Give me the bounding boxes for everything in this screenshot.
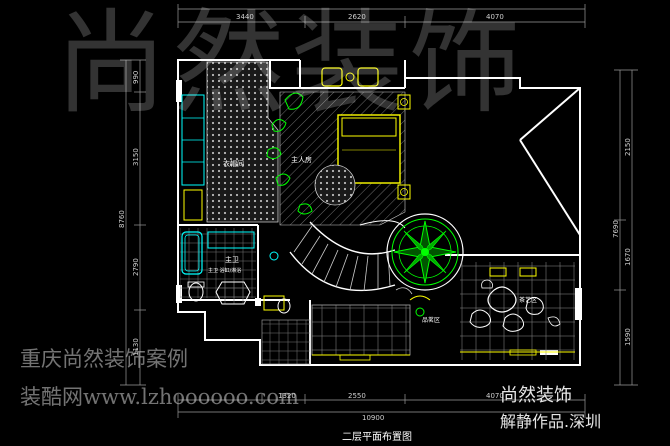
label-master-bedroom: 主人房 [291, 155, 312, 164]
label-bathroom: 主卫 [225, 255, 239, 264]
dim-right-2: 1670 [624, 248, 632, 266]
bathroom [180, 228, 291, 314]
dim-bottom-1: 1320 [278, 392, 296, 400]
dimension-bottom [177, 394, 586, 418]
dimension-top [177, 4, 586, 28]
dim-left-3: 2790 [132, 258, 140, 276]
label-lounge: 品茗区 [422, 316, 440, 324]
dim-right-3: 1590 [624, 328, 632, 346]
label-tea-room: 茶艺区 [519, 296, 537, 304]
dim-left-4: 1130 [132, 338, 140, 356]
tea-room [460, 262, 575, 360]
dim-top-3: 4070 [486, 13, 504, 21]
dim-left-total: 8760 [118, 210, 126, 228]
bedroom-floor [266, 67, 411, 226]
dim-top-2: 2620 [348, 13, 366, 21]
label-cloakroom: 衣帽间 [223, 159, 244, 168]
compass-medallion [386, 213, 464, 291]
dim-bottom-2: 2550 [348, 392, 366, 400]
dim-right-1: 2150 [624, 138, 632, 156]
dimension-left [120, 59, 146, 386]
dimension-labels: 3440 2620 4070 1320 2550 4070 10900 990 … [118, 13, 632, 422]
walls [177, 59, 581, 366]
corridor-tiles [261, 304, 411, 365]
dim-bottom-3: 4070 [486, 392, 504, 400]
label-bathroom-detail: 主卫 浴缸/淋浴 [208, 267, 241, 274]
dim-bottom-total: 10900 [362, 414, 384, 422]
staircase [289, 220, 406, 292]
dim-right-total: 7690 [612, 220, 620, 238]
dimension-right [614, 69, 638, 386]
lounge-seating [395, 287, 431, 317]
dim-top-1: 3440 [236, 13, 254, 21]
room-labels: 衣帽间 主人房 主卫 主卫 浴缸/淋浴 茶艺区 品茗区 [208, 155, 537, 324]
dim-left-1: 990 [132, 71, 140, 84]
cloakroom-floor [181, 61, 279, 223]
dim-left-2: 3150 [132, 148, 140, 166]
